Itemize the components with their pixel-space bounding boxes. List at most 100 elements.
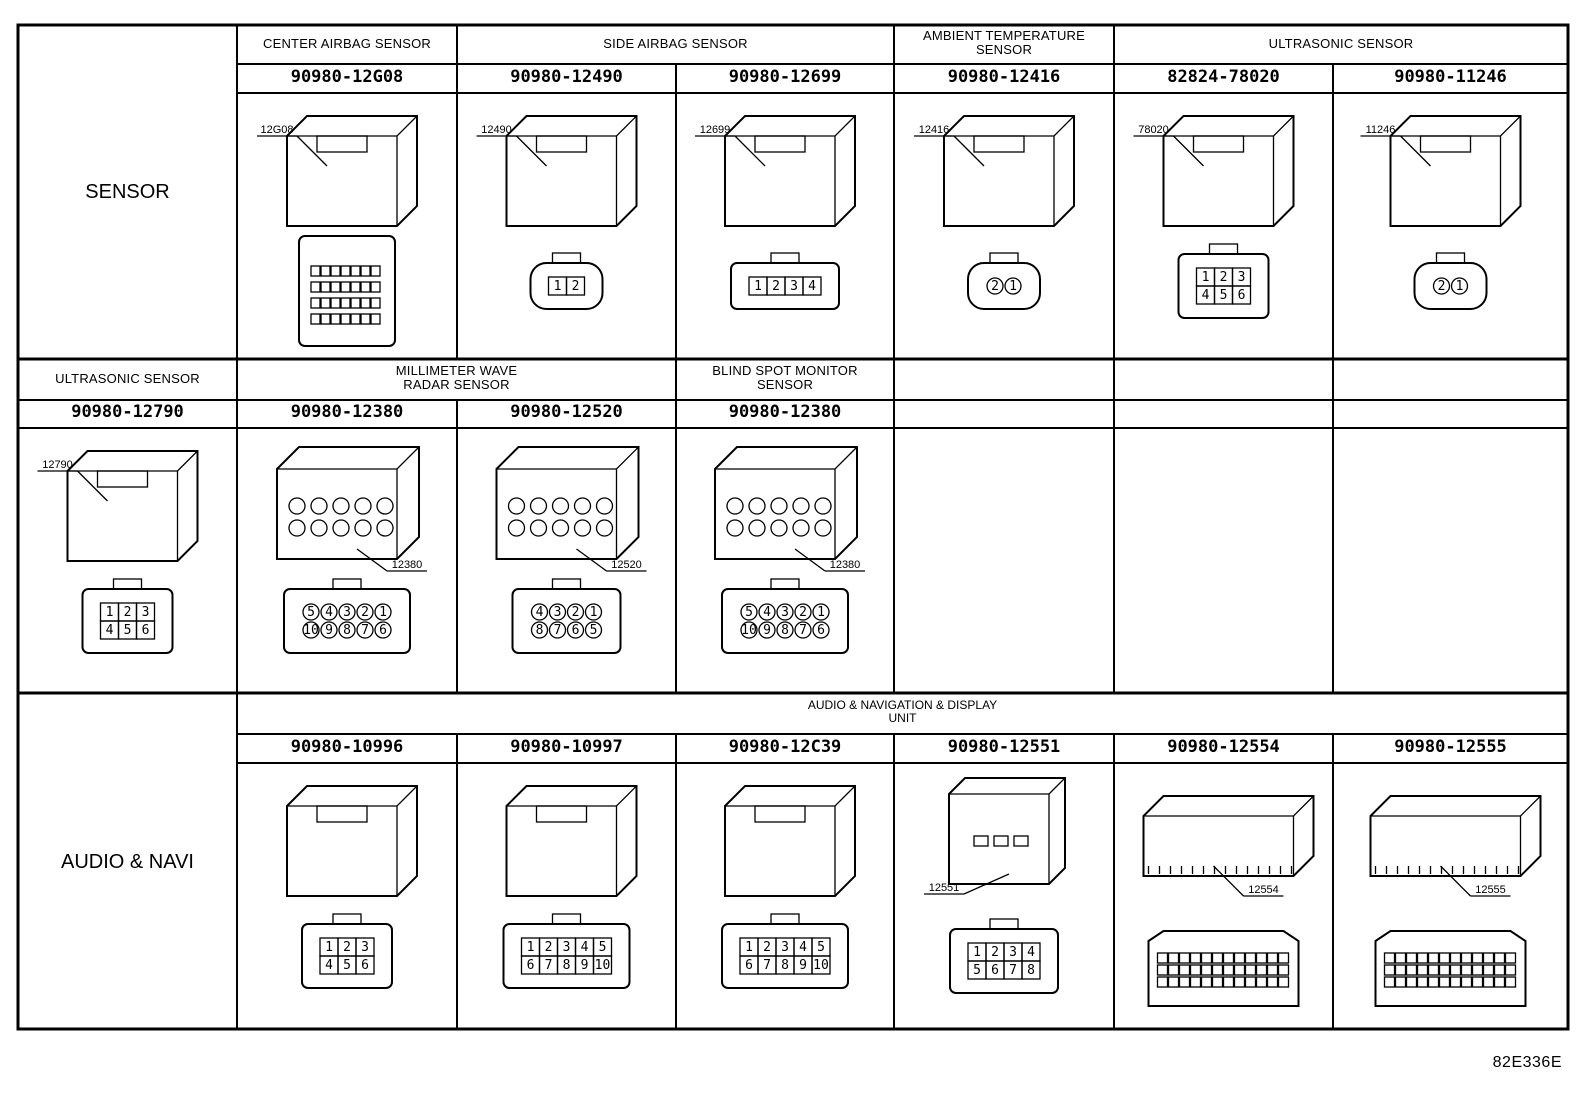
pin-number: 5 bbox=[307, 605, 315, 620]
pin-number: 2 bbox=[361, 605, 369, 620]
connector-body bbox=[1162, 115, 1295, 227]
pin bbox=[356, 621, 374, 639]
category-side-airbag-sensor: SIDE AIRBAG SENSOR bbox=[603, 36, 748, 51]
pin bbox=[330, 281, 341, 293]
callout-label: 12G08 bbox=[260, 124, 293, 136]
pin bbox=[370, 281, 381, 293]
pin-number: 1 bbox=[754, 279, 762, 294]
pin-number: 3 bbox=[790, 279, 798, 294]
pin-number: 2 bbox=[1220, 270, 1228, 285]
pin bbox=[1432, 277, 1451, 295]
pin bbox=[1493, 976, 1506, 988]
pin bbox=[350, 265, 361, 277]
pin bbox=[584, 621, 603, 639]
callout-label: 12416 bbox=[919, 124, 950, 136]
connector-edge bbox=[725, 785, 856, 896]
pin bbox=[1482, 952, 1495, 964]
pin-number: 8 bbox=[1027, 963, 1035, 978]
pin-number: 1 bbox=[590, 605, 598, 620]
pin-number: 5 bbox=[745, 605, 753, 620]
pin bbox=[811, 955, 831, 975]
pin bbox=[1460, 976, 1473, 988]
pin bbox=[1156, 952, 1169, 964]
pin bbox=[1504, 964, 1517, 976]
pin bbox=[758, 621, 776, 639]
part-number: 90980-12554 bbox=[1167, 737, 1280, 757]
pin bbox=[1427, 952, 1440, 964]
callout-leader bbox=[734, 135, 766, 167]
pin bbox=[1427, 976, 1440, 988]
cavity bbox=[792, 497, 810, 515]
pin-number: 1 bbox=[1456, 279, 1464, 294]
pin bbox=[1449, 964, 1462, 976]
cavity bbox=[573, 519, 592, 537]
pin bbox=[330, 297, 341, 309]
pin-number: 3 bbox=[1238, 270, 1246, 285]
lock-tab bbox=[1208, 243, 1239, 255]
pin-number: 5 bbox=[973, 963, 981, 978]
connector-edge bbox=[1390, 115, 1521, 226]
pin-number: 7 bbox=[545, 958, 553, 973]
pin-number: 10 bbox=[813, 958, 829, 973]
callout-leader bbox=[576, 548, 607, 572]
pin bbox=[1222, 952, 1235, 964]
category-ambient-temperature-sensor: AMBIENT TEMPERATURE SENSOR bbox=[923, 28, 1085, 57]
pin bbox=[1211, 952, 1224, 964]
lock-tab bbox=[551, 252, 582, 264]
row-label-sensor: SENSOR bbox=[85, 181, 170, 203]
connector-edge bbox=[67, 450, 198, 561]
cavity bbox=[814, 497, 832, 515]
pin-number: 9 bbox=[799, 958, 807, 973]
pin bbox=[370, 313, 381, 325]
pin bbox=[740, 603, 758, 621]
pin bbox=[794, 621, 812, 639]
cavity bbox=[1013, 835, 1029, 847]
part-number: 90980-12C39 bbox=[728, 737, 842, 757]
pin bbox=[1405, 952, 1418, 964]
pin bbox=[1394, 952, 1407, 964]
connector-face bbox=[1374, 930, 1527, 1007]
pin bbox=[1460, 964, 1473, 976]
pin bbox=[1178, 976, 1191, 988]
connector-edge bbox=[277, 446, 420, 559]
pin bbox=[1504, 952, 1517, 964]
pin bbox=[1383, 964, 1396, 976]
pin-number: 7 bbox=[763, 958, 771, 973]
cavity bbox=[551, 519, 570, 537]
callout-label: 12551 bbox=[929, 882, 960, 894]
pin bbox=[1255, 952, 1268, 964]
pin bbox=[374, 603, 392, 621]
lock-tab bbox=[551, 913, 582, 925]
pin-number: 6 bbox=[527, 958, 535, 973]
pin bbox=[1383, 952, 1396, 964]
pin bbox=[1383, 976, 1396, 988]
category-center-airbag-sensor: CENTER AIRBAG SENSOR bbox=[263, 36, 431, 51]
pin bbox=[374, 621, 392, 639]
pin-number: 3 bbox=[343, 605, 351, 620]
pin bbox=[1471, 976, 1484, 988]
pin-number: 7 bbox=[361, 623, 369, 638]
pin bbox=[1394, 964, 1407, 976]
pin bbox=[320, 297, 331, 309]
pin bbox=[1277, 952, 1290, 964]
pin-number: 4 bbox=[799, 940, 807, 955]
pin bbox=[320, 603, 338, 621]
pin bbox=[310, 281, 321, 293]
pin bbox=[1178, 964, 1191, 976]
callout-label: 12490 bbox=[481, 124, 512, 136]
cavity bbox=[595, 519, 614, 537]
connector-edge bbox=[287, 785, 418, 896]
pin bbox=[1167, 952, 1180, 964]
cavity bbox=[507, 497, 526, 515]
pin-number: 1 bbox=[1202, 270, 1210, 285]
cavity bbox=[354, 519, 372, 537]
pin-number: 4 bbox=[1202, 288, 1210, 303]
pin bbox=[370, 297, 381, 309]
cavity bbox=[792, 519, 810, 537]
pin bbox=[1211, 976, 1224, 988]
pin bbox=[1449, 976, 1462, 988]
pin bbox=[1004, 277, 1022, 295]
